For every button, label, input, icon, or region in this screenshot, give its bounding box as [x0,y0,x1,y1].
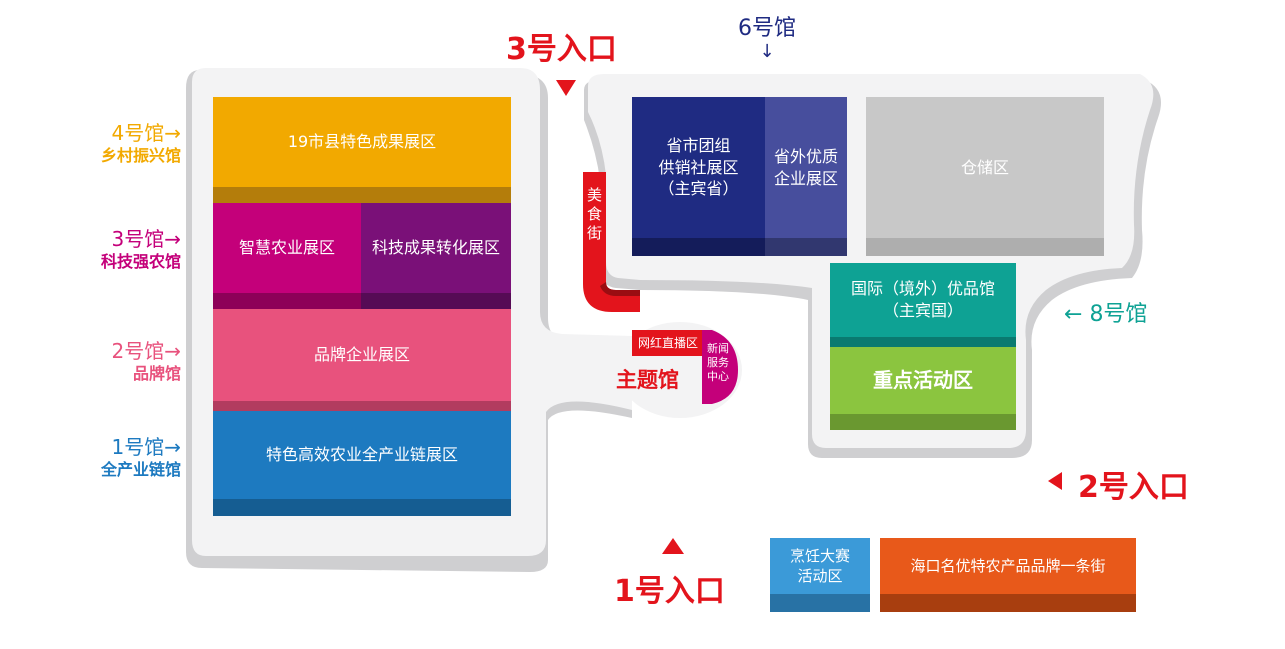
side-label-hall-1: 1号馆→ 全产业链馆 [101,434,181,481]
side-label-hall-3: 3号馆→ 科技强农馆 [101,226,181,273]
zone-line: 烹饪大赛 [789,546,850,565]
zone-line: 美 [586,186,602,204]
zone-provincial-groups[interactable]: 省市团组 供销社展区 （主宾省） [632,97,765,238]
zone-smart-agriculture-base [213,293,361,309]
hall-6-text: 6号馆 [738,16,796,41]
zone-news-center[interactable]: 新闻 服务 中心 [702,342,734,383]
food-street-shape [583,172,640,312]
food-street-shadow [600,282,640,296]
theme-hall-label[interactable]: 主题馆 [616,368,679,392]
hall-8-label: ← 8号馆 [1064,296,1147,328]
side-label-title: 3号馆→ [111,227,181,251]
hall-8-arrow: ← [1064,302,1083,327]
zone-line: （主宾国） [882,301,963,320]
zone-line: 中心 [707,369,729,383]
zone-line: 新闻 [707,342,729,355]
zone-haikou-brand-street-base [880,594,1136,612]
entrance-1-marker [662,538,684,554]
zone-food-street[interactable]: 美 食 街 [583,186,606,242]
zone-brand-enterprise[interactable]: 品牌企业展区 [213,309,511,401]
hall-8-text: 8号馆 [1089,302,1148,327]
zone-smart-agriculture[interactable]: 智慧农业展区 [213,203,361,293]
entrance-2-marker [1048,472,1062,490]
zone-tech-transfer[interactable]: 科技成果转化展区 [361,203,511,293]
zone-outside-province-base [765,238,847,256]
entrance-3-label: 3号入口 [506,32,617,67]
hall-6-label: 6号馆 ↓ [722,18,812,62]
side-label-title: 1号馆→ [111,435,181,459]
side-label-sub: 全产业链馆 [100,460,181,479]
news-center-block [702,330,738,404]
zone-line: 活动区 [797,567,843,585]
hall-6-arrow: ↓ [759,41,775,62]
zone-outside-province[interactable]: 省外优质 企业展区 [765,97,847,238]
zone-storage-base [866,238,1104,256]
zone-tech-transfer-base [361,293,511,309]
side-label-title: 2号馆→ [111,339,181,363]
side-label-sub: 科技强农馆 [100,252,181,271]
zone-line: 企业展区 [773,168,838,188]
zone-haikou-brand-street[interactable]: 海口名优特农产品品牌一条街 [880,538,1136,594]
zone-19-cities[interactable]: 19市县特色成果展区 [213,97,511,187]
zone-line: 国际（境外）优品馆 [850,279,995,299]
zone-19-cities-base [213,187,511,203]
zone-line: 省外优质 [773,146,838,166]
side-label-hall-2: 2号馆→ 品牌馆 [112,338,181,385]
side-label-sub: 乡村振兴馆 [100,146,181,165]
zone-international[interactable]: 国际（境外）优品馆 （主宾国） [830,263,1016,337]
entrance-2-label: 2号入口 [1078,470,1189,505]
zone-line: 供销社展区 [658,157,739,177]
zone-brand-enterprise-base [213,401,511,411]
livestream-block [632,330,702,356]
zone-livestream[interactable]: 网红直播区 [637,336,698,350]
zone-line: 食 [586,204,602,223]
zone-cooking-contest[interactable]: 烹饪大赛 活动区 [770,538,870,594]
zone-line: 省市团组 [666,136,731,156]
side-label-hall-4: 4号馆→ 乡村振兴馆 [101,120,181,167]
side-label-title: 4号馆→ [111,121,181,145]
zone-provincial-groups-base [632,238,765,256]
zone-cooking-contest-base [770,594,870,612]
zone-line: 街 [586,223,602,242]
zone-line: 服务 [707,355,729,369]
zone-international-base [830,337,1016,347]
side-label-sub: 品牌馆 [132,364,181,383]
zone-industry-chain-base [213,499,511,516]
zone-key-activity[interactable]: 重点活动区 [830,347,1016,414]
zone-key-activity-base [830,414,1016,430]
zone-industry-chain[interactable]: 特色高效农业全产业链展区 [213,411,511,499]
zone-line: （主宾省） [658,179,739,199]
zone-storage[interactable]: 仓储区 [866,97,1104,238]
entrance-1-label: 1号入口 [614,574,725,609]
entrance-3-marker [556,80,576,96]
